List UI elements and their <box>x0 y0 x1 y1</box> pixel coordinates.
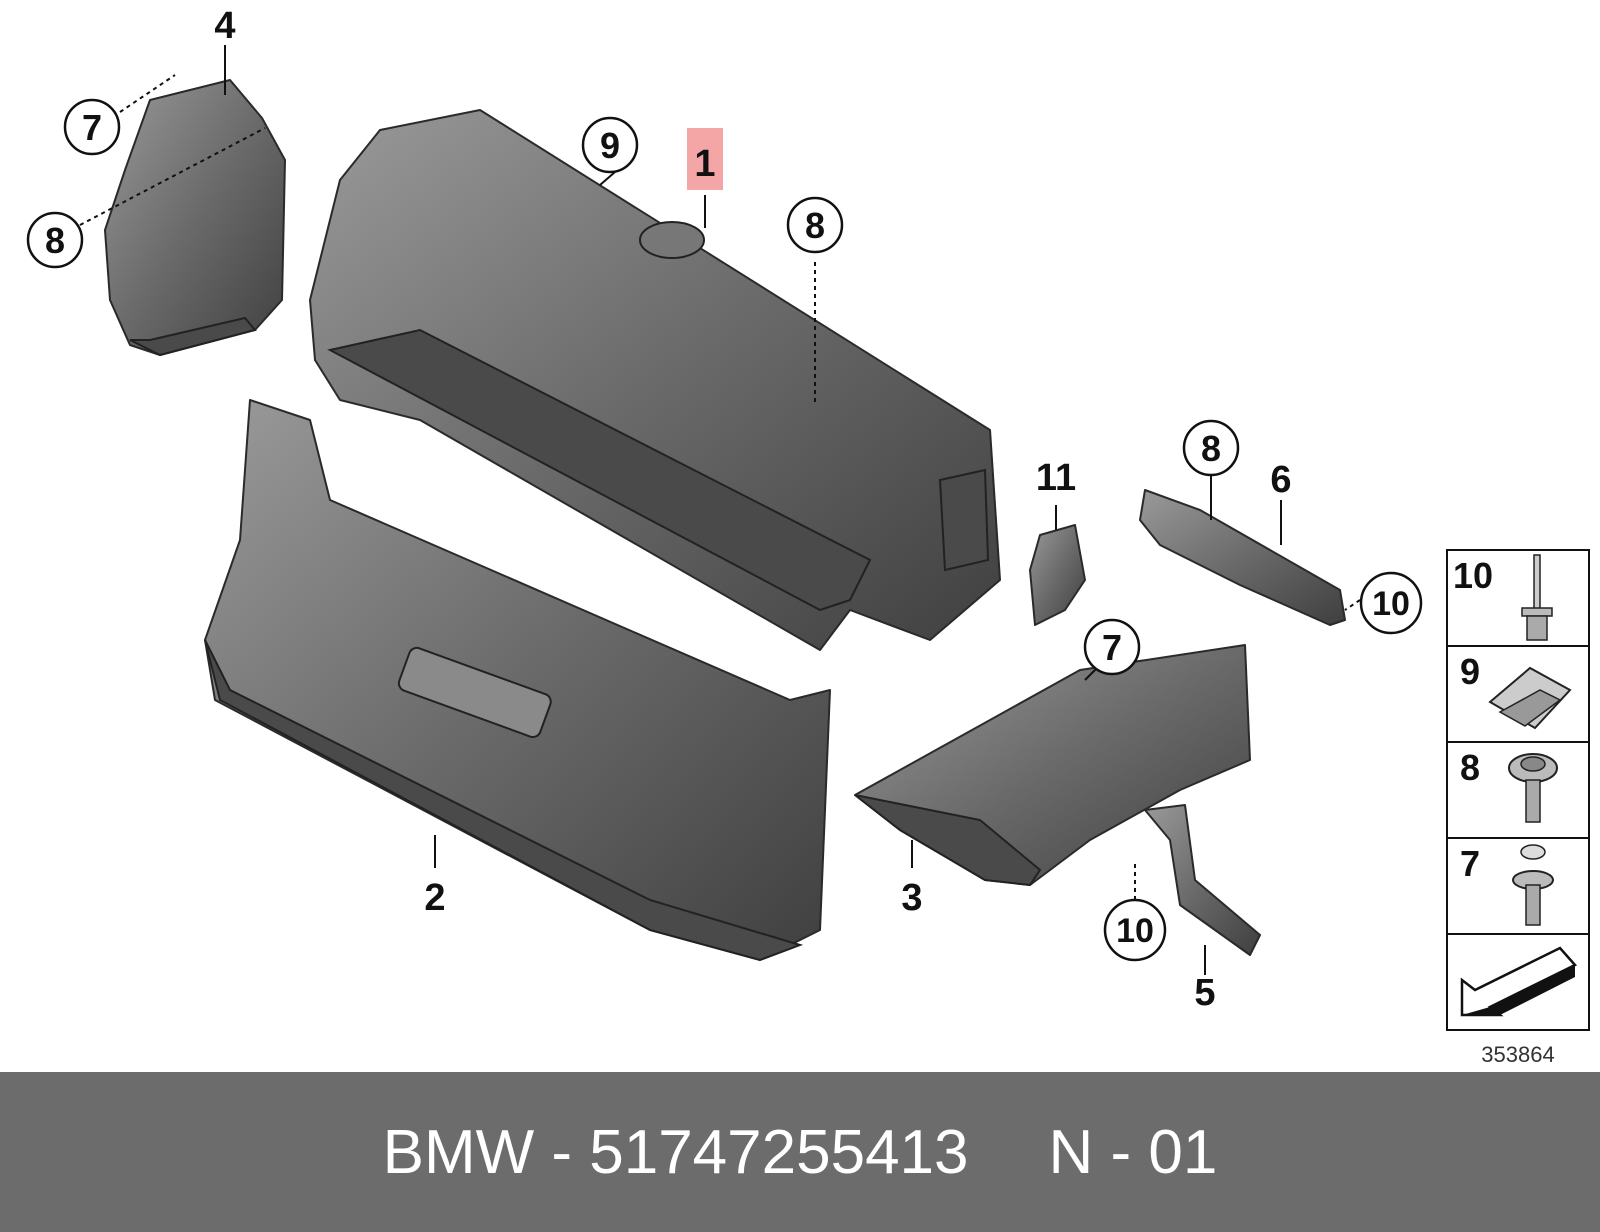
legend-label-8: 8 <box>1460 747 1480 788</box>
circled-callout-7b: 7 <box>1083 618 1141 676</box>
clip-nut-icon <box>1488 666 1572 730</box>
arrow-icon <box>1460 946 1578 1017</box>
fastener-legend: 10 9 8 7 <box>1446 549 1590 1031</box>
callout-1: 1 <box>694 143 715 185</box>
legend-label-10: 10 <box>1453 555 1493 596</box>
callout-11: 11 <box>1036 457 1076 499</box>
footer-spacer <box>969 1117 1049 1188</box>
part-11-cover <box>1029 524 1086 626</box>
part-4-air-duct <box>104 79 286 357</box>
collar-screw-icon <box>1508 753 1558 823</box>
circled-callout-9: 9 <box>581 116 639 174</box>
circled-callout-8a: 8 <box>26 211 84 269</box>
svg-text:10: 10 <box>1372 585 1410 623</box>
svg-text:8: 8 <box>45 220 65 261</box>
legend-label-7: 7 <box>1460 843 1480 884</box>
circled-callout-8b: 8 <box>786 196 844 254</box>
part-6-bracket <box>1139 489 1346 626</box>
circled-callout-10b: 10 <box>1103 898 1167 962</box>
callout-4: 4 <box>214 5 235 47</box>
part-1-support-frame <box>309 109 1001 651</box>
svg-text:8: 8 <box>1201 428 1221 469</box>
callout-6: 6 <box>1270 459 1291 501</box>
diagram-number: 353864 <box>1481 1042 1554 1067</box>
svg-text:9: 9 <box>600 125 620 166</box>
svg-text:10: 10 <box>1116 912 1154 950</box>
part-5-bracket <box>1144 804 1261 956</box>
svg-text:8: 8 <box>805 205 825 246</box>
callout-5: 5 <box>1194 972 1215 1014</box>
expanding-rivet-icon <box>1512 844 1554 926</box>
callout-1-highlight: 1 <box>687 128 723 190</box>
callout-3: 3 <box>901 877 922 919</box>
part-2-lower-duct <box>204 399 831 962</box>
svg-text:7: 7 <box>1102 627 1122 668</box>
circled-callout-8c: 8 <box>1182 419 1240 477</box>
legend-label-9: 9 <box>1460 651 1480 692</box>
rivet-icon <box>1521 554 1553 641</box>
svg-text:7: 7 <box>82 107 102 148</box>
circled-callout-7a: 7 <box>63 98 121 156</box>
footer-position: N - 01 <box>1048 1117 1218 1187</box>
leader-lines <box>79 45 1361 975</box>
footer-text: BMW - 51747255413 N - 01 <box>383 1117 1218 1188</box>
callout-2: 2 <box>424 877 445 919</box>
parts-diagram: 4 1 2 3 11 6 5 7 8 9 8 8 10 7 10 <box>26 5 1590 1067</box>
circled-callout-10a: 10 <box>1359 571 1423 635</box>
footer-brand-part-number: BMW - 51747255413 <box>382 1117 969 1187</box>
footer-bar: BMW - 51747255413 N - 01 <box>0 1072 1600 1232</box>
part-3-right-duct <box>854 644 1251 887</box>
